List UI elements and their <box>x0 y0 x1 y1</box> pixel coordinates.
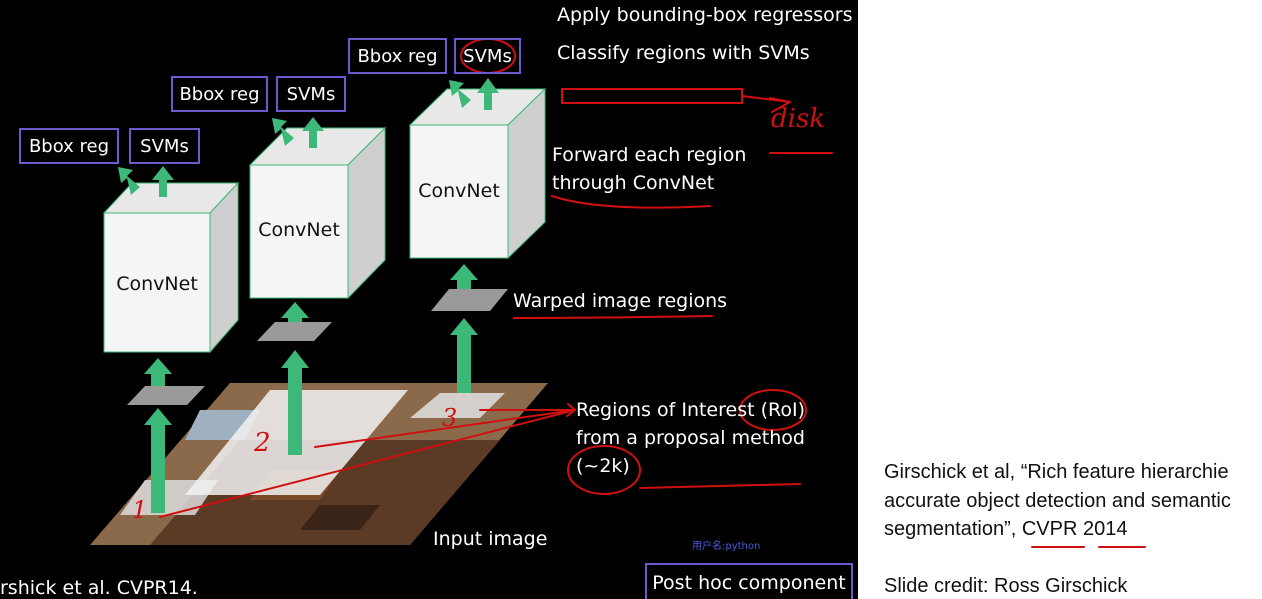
warped-patch-2 <box>257 322 332 341</box>
handwritten-number-2: 2 <box>254 428 271 458</box>
roi-caption-1: Regions of Interest (RoI) <box>576 399 805 421</box>
reference-line-1: Girschick et al, “Rich feature hierarchi… <box>884 461 1229 483</box>
convnet-label-2: ConvNet <box>258 219 340 241</box>
handwritten-number-3: 3 <box>442 404 458 432</box>
citation: rshick et al. CVPR14. <box>0 577 198 599</box>
svms-box-3: SVMs <box>454 38 521 74</box>
warped-patch-3 <box>431 289 508 311</box>
svms-box-1: SVMs <box>129 128 200 164</box>
cvpr-underline <box>1031 546 1085 548</box>
bbox-reg-box-1: Bbox reg <box>19 128 119 164</box>
svms-box-2: SVMs <box>276 76 346 112</box>
convnet-cube-2 <box>248 126 387 300</box>
lecture-slide: Apply bounding-box regressors Classify r… <box>0 0 858 599</box>
convnet-label-3: ConvNet <box>418 180 500 202</box>
reference-line-2: accurate object detection and semantic <box>884 490 1231 512</box>
year-underline <box>1098 546 1146 548</box>
convnet-label-1: ConvNet <box>116 273 198 295</box>
forward-caption-1: Forward each region <box>552 144 747 166</box>
bbox-reg-box-2: Bbox reg <box>171 76 268 112</box>
roi-caption-2: from a proposal method <box>576 427 805 449</box>
handwritten-annotations <box>159 38 833 518</box>
warped-patch-1 <box>127 386 205 405</box>
bbox-regressor-caption: Apply bounding-box regressors <box>557 4 853 26</box>
post-hoc-box: Post hoc component <box>645 563 853 599</box>
input-image-caption: Input image <box>433 528 548 550</box>
reference-line-3: segmentation”, CVPR 2014 <box>884 518 1128 540</box>
watermark: 用户名:python <box>692 541 761 552</box>
convnet-cube-3 <box>408 87 547 260</box>
roi-caption-3: (~2k) <box>576 455 630 477</box>
warped-caption: Warped image regions <box>513 290 728 312</box>
svm-caption: Classify regions with SVMs <box>557 42 810 64</box>
convnet-cube-1 <box>102 181 240 354</box>
green-arrows <box>118 78 499 513</box>
forward-caption-2: through ConvNet <box>552 172 715 194</box>
slide-drawing <box>90 38 833 545</box>
slide-credit: Slide credit: Ross Girschick <box>884 575 1128 597</box>
handwritten-number-1: 1 <box>132 496 148 524</box>
handwritten-disk: disk <box>771 104 826 134</box>
notes-panel: Girschick et al, “Rich feature hierarchi… <box>858 0 1262 599</box>
bbox-reg-box-3: Bbox reg <box>348 38 447 74</box>
